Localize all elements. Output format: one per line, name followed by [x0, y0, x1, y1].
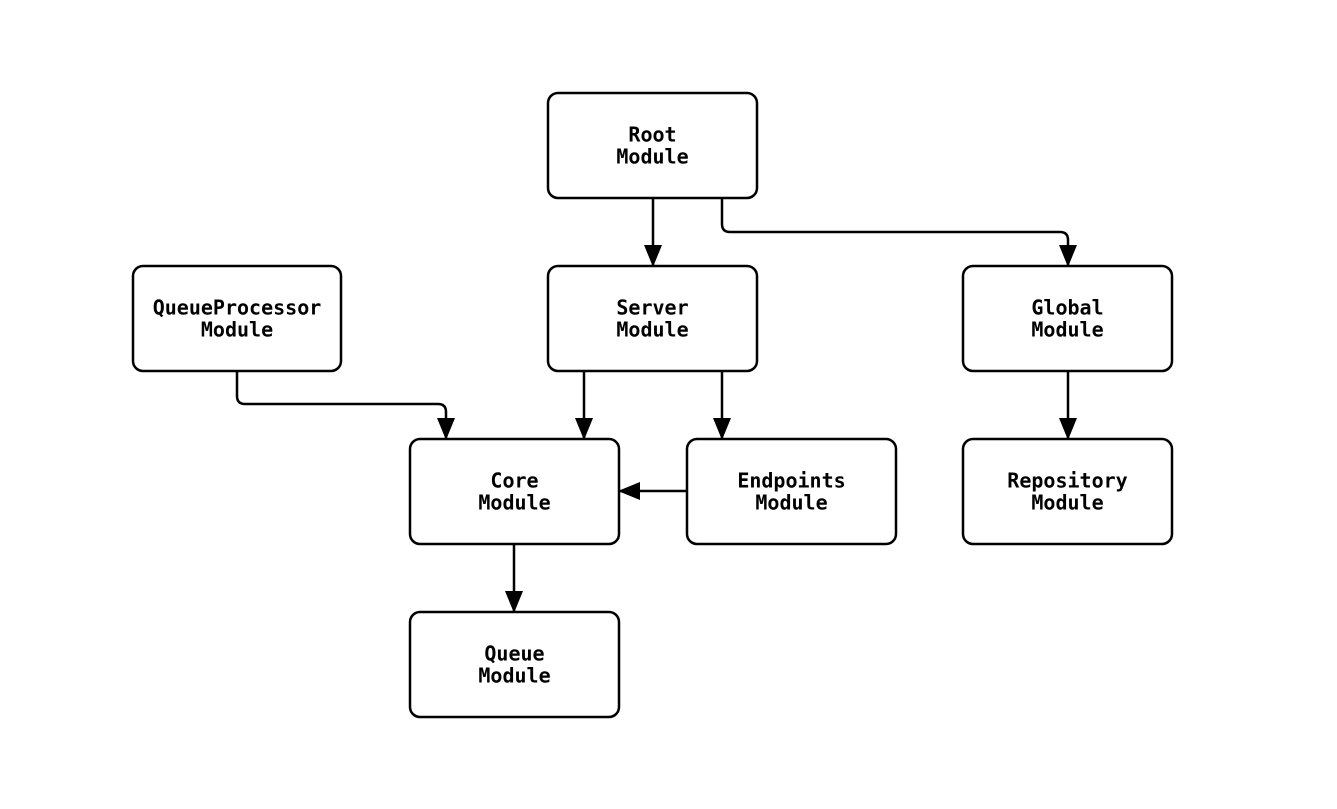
- edge-queueprocessor-to-core: [235, 371, 455, 440]
- node-box: [546, 264, 759, 373]
- edge-root-to-global: [720, 198, 1077, 267]
- node-box: [408, 437, 621, 546]
- node-box: [408, 610, 621, 719]
- node-box: [546, 91, 759, 200]
- node-box: [961, 264, 1174, 373]
- node-box: [961, 437, 1174, 546]
- node-box: [131, 264, 343, 373]
- node-box: [685, 437, 898, 546]
